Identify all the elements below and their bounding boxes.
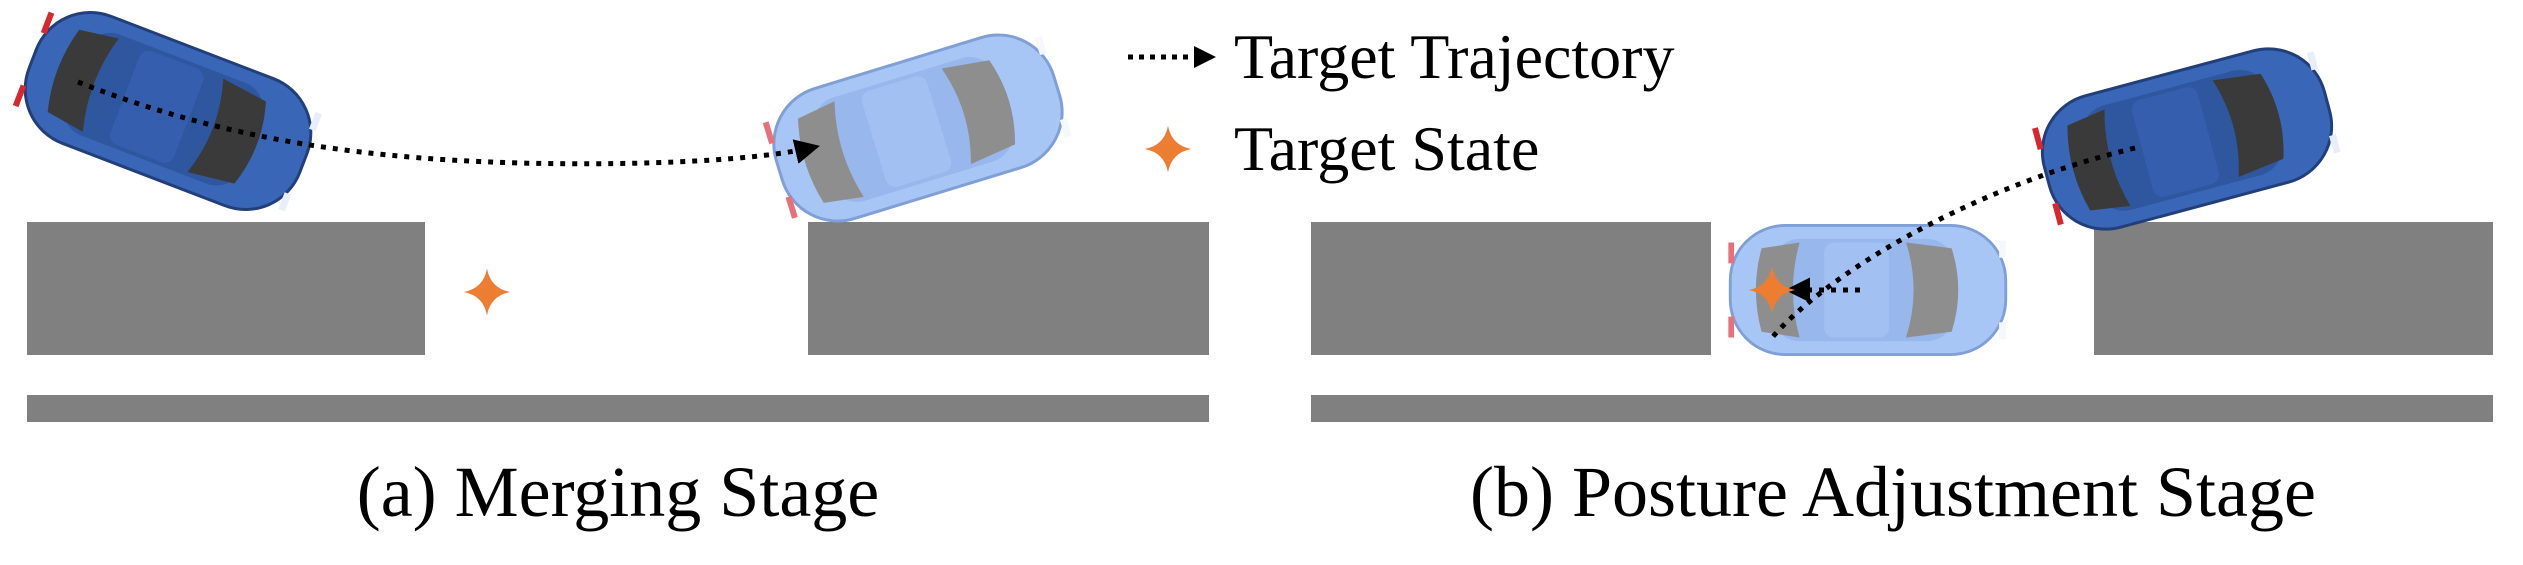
panel-merging-stage: (a) Merging Stage bbox=[4, 0, 1209, 532]
panel-posture-adjustment-stage: (b) Posture Adjustment Stage bbox=[1311, 34, 2493, 532]
legend-trajectory-label: Target Trajectory bbox=[1234, 21, 1674, 92]
target-car bbox=[756, 19, 1079, 238]
legend: Target Trajectory Target State bbox=[1128, 21, 1674, 184]
current-car bbox=[4, 0, 330, 228]
dotted-arrow-icon bbox=[1128, 46, 1216, 68]
road-edge bbox=[27, 395, 1209, 422]
road-edge bbox=[1311, 395, 2493, 422]
target-state-marker bbox=[463, 268, 511, 316]
curb-left bbox=[1311, 222, 1711, 355]
orange-star-icon bbox=[1144, 125, 1192, 173]
caption-b: (b) Posture Adjustment Stage bbox=[1470, 452, 2316, 532]
curb-left bbox=[27, 222, 425, 355]
legend-target-state-label: Target State bbox=[1234, 113, 1539, 184]
curb-right bbox=[808, 222, 1209, 355]
caption-a: (a) Merging Stage bbox=[357, 452, 880, 532]
current-car bbox=[2025, 34, 2347, 245]
curb-right bbox=[2094, 222, 2493, 355]
